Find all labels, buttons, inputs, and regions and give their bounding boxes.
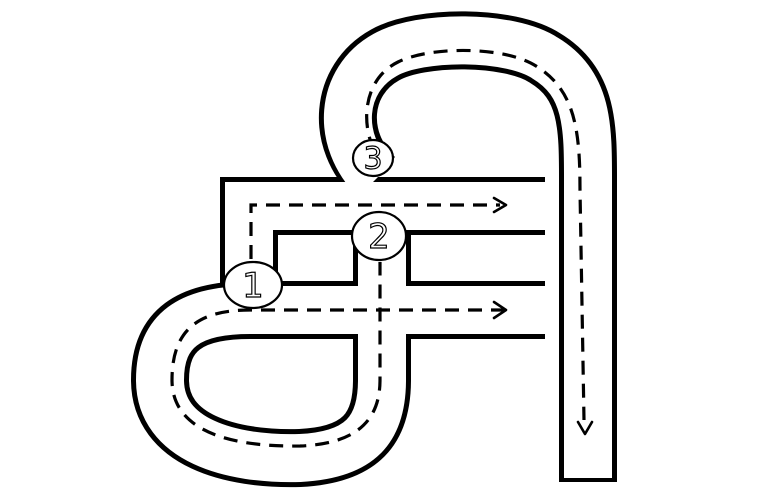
badge-3-label: 3 xyxy=(363,142,382,177)
lane-loop xyxy=(170,262,505,448)
lane-hook xyxy=(365,48,586,421)
badge-2-label: 2 xyxy=(368,217,390,257)
badge-1: 1 xyxy=(222,260,284,310)
road-top-surface xyxy=(225,182,545,288)
lane-top xyxy=(249,203,500,282)
badge-3: 3 xyxy=(351,138,395,178)
direction-arrows xyxy=(492,196,594,436)
arrow-right-bottom-icon xyxy=(492,300,508,320)
badge-1-label: 1 xyxy=(242,266,264,306)
road-hook-surface xyxy=(323,16,613,478)
badge-2: 2 xyxy=(350,210,408,262)
arrow-right-top-icon xyxy=(492,196,508,214)
road-loop-surface xyxy=(135,226,545,483)
arrow-down-icon xyxy=(576,420,594,436)
lane-lines xyxy=(170,48,586,448)
road-surfaces xyxy=(135,16,613,483)
